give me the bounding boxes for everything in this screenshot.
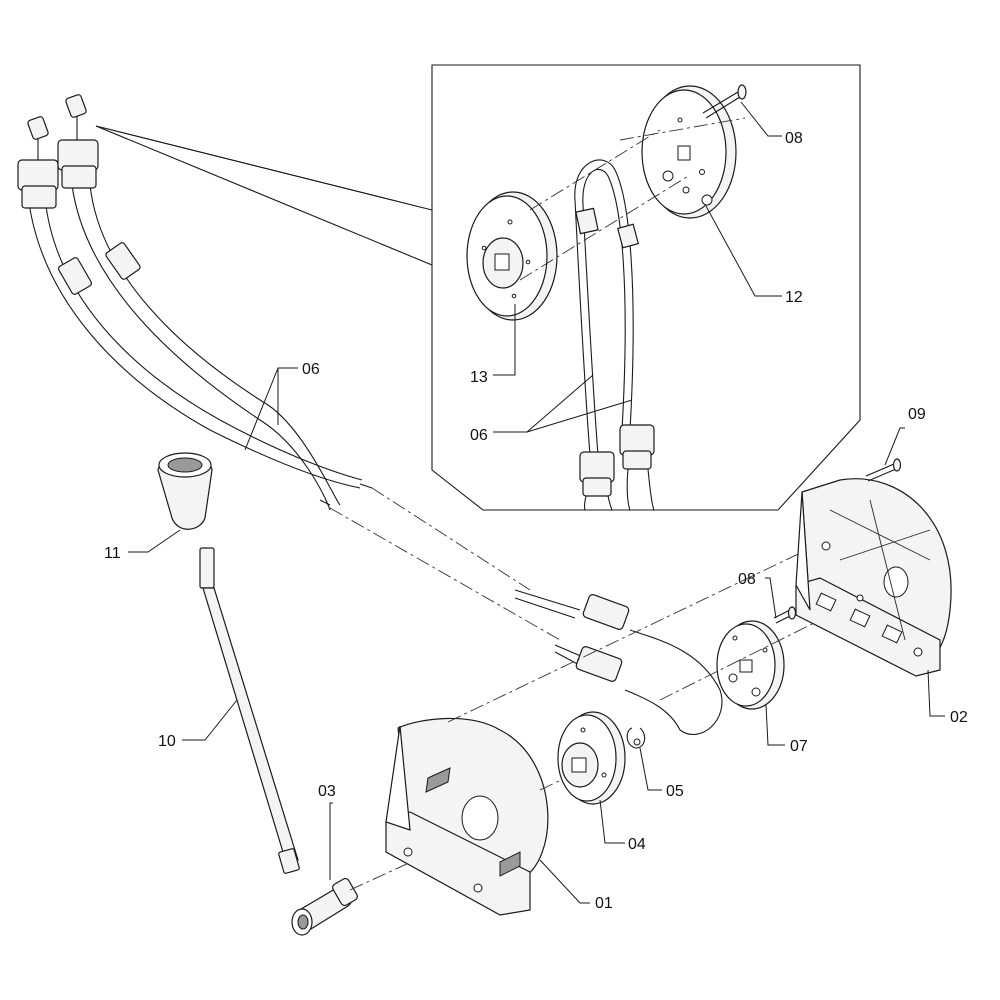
- housing-01: [385, 533, 841, 916]
- screw-09: [865, 458, 902, 482]
- detail-callout: [95, 64, 861, 511]
- detail-cable-loop: [519, 129, 691, 511]
- label-03: 03: [318, 783, 336, 800]
- label-06: 06: [302, 361, 320, 378]
- detail-screw-08: [619, 84, 747, 141]
- disc-04: [557, 711, 626, 805]
- label-07: 07: [790, 738, 808, 755]
- label-13: 13: [470, 369, 488, 386]
- detail-disc-13: [466, 191, 558, 321]
- label-11: 11: [104, 545, 121, 562]
- label-10: 10: [158, 733, 176, 750]
- clip-05: [626, 727, 646, 749]
- label-05: 05: [666, 783, 684, 800]
- label-09: 09: [908, 406, 926, 423]
- housing-02: [795, 478, 952, 677]
- label-12: 12: [785, 289, 803, 306]
- label-06-detail: 06: [470, 427, 488, 444]
- label-02: 02: [950, 709, 968, 726]
- knob-11: [157, 452, 213, 530]
- leader-lines: [128, 101, 945, 904]
- label-04: 04: [628, 836, 646, 853]
- rod-10: [199, 547, 300, 874]
- cable-assembly-06: [17, 94, 723, 736]
- label-08-detail: 08: [785, 130, 803, 147]
- label-01: 01: [595, 895, 613, 912]
- disc-07: [716, 620, 785, 710]
- detail-disc-12: [641, 85, 737, 219]
- label-08: 08: [738, 571, 756, 588]
